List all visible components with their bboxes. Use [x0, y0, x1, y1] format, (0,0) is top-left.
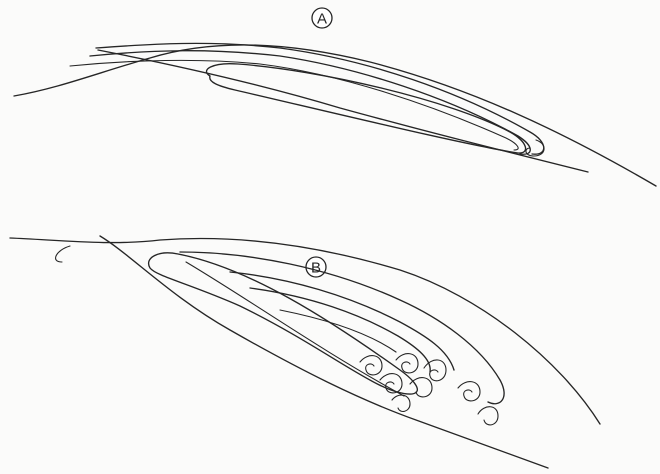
panel-a: A [14, 8, 656, 186]
vortex-7 [478, 407, 498, 425]
label-badge-a: A [312, 8, 332, 28]
label-a: A [317, 11, 327, 28]
streamline-b-upper-3 [250, 288, 430, 372]
streamline-b-upper-2 [230, 272, 454, 370]
streamline-a-upper-2 [90, 51, 530, 155]
streamline-b-upper-4 [280, 310, 396, 352]
label-badge-b: B [306, 257, 326, 277]
vortex-3 [424, 360, 446, 381]
streamline-a-upper-3 [70, 60, 518, 150]
vortex-8 [392, 395, 410, 411]
streamline-b-chord [186, 262, 404, 396]
panel-b: B [10, 236, 600, 468]
vortex-6 [458, 382, 480, 401]
label-b: B [311, 260, 321, 277]
streamline-b-left-tail [56, 246, 70, 262]
streamline-b-upper-1 [180, 252, 504, 404]
streamline-b-incoming [10, 238, 600, 424]
airfoil-a [206, 64, 525, 153]
